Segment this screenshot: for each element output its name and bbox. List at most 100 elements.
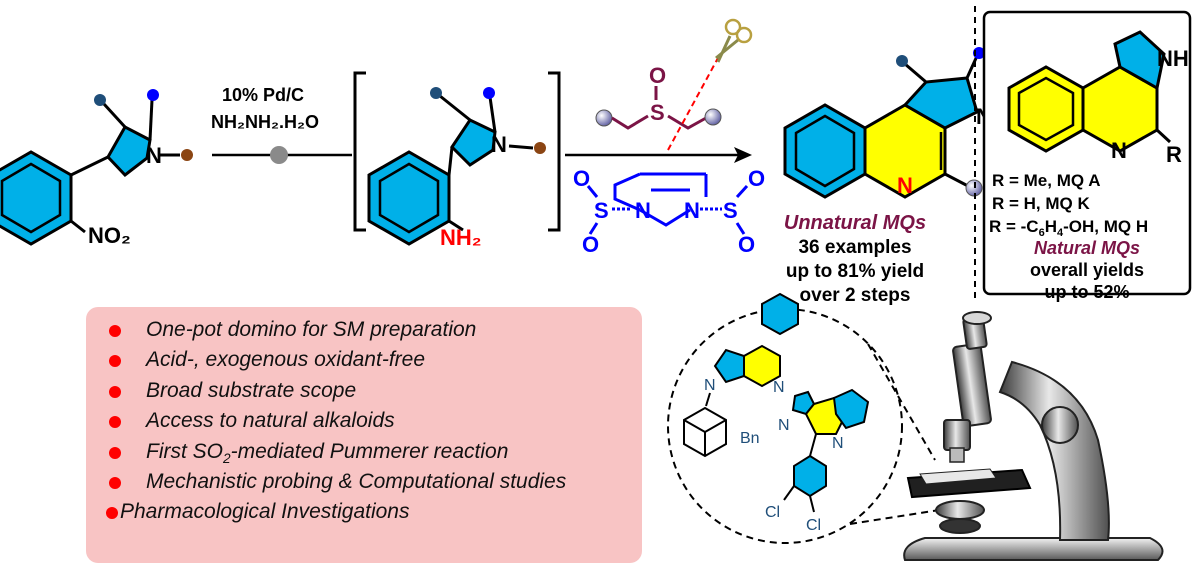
- pummerer-step: S O N N S O O S O: [565, 18, 765, 257]
- highlight-item: One-pot domino for SM preparation: [86, 315, 642, 345]
- zoom-circle: N N N N Bn Cl Cl: [667, 292, 953, 544]
- zoom-cl-2: Cl: [806, 517, 821, 534]
- product-structure: N N: [783, 47, 1023, 199]
- bond: [944, 172, 969, 188]
- aryl-ring: [793, 454, 827, 498]
- step-dot-icon: [270, 146, 288, 164]
- benzene-ring: [761, 292, 799, 336]
- adamantyl-group: [683, 406, 727, 458]
- r-line-3: R = -C6H4-OH, MQ H: [989, 217, 1148, 239]
- natural-yields-1: overall yields: [1030, 260, 1144, 280]
- highlights-list: One-pot domino for SM preparation Acid-,…: [86, 307, 642, 528]
- nitro-label: NO₂: [88, 223, 131, 248]
- microscope-icon: [903, 311, 1164, 561]
- intermediate: N NH₂: [353, 71, 561, 250]
- ball-left: [595, 109, 613, 127]
- pyrrole-ring: [1113, 30, 1166, 91]
- substituent-navy: [896, 55, 908, 67]
- sulfoxide-chain: [667, 114, 707, 130]
- reductant-label: NH₂NH₂.H₂O: [211, 112, 319, 132]
- benzene-inner: [794, 114, 856, 188]
- dabso-s-left: S: [594, 198, 609, 223]
- zoom-cl-1: Cl: [765, 504, 780, 521]
- bond: [965, 55, 979, 79]
- pyrrole-ring: [450, 118, 497, 167]
- amine-label: NH₂: [440, 225, 482, 250]
- natural-title: Natural MQs: [1034, 238, 1140, 258]
- highlight-item: Acid-, exogenous oxidant-free: [86, 345, 642, 375]
- product-examples: 36 examples: [798, 237, 911, 258]
- highlight-item: Mechanistic probing & Computational stud…: [86, 467, 642, 497]
- bond: [508, 144, 534, 150]
- sulfoxide-s: S: [650, 100, 665, 125]
- pyrrole-n-label: N: [146, 143, 162, 168]
- highlight-item: Broad substrate scope: [86, 376, 642, 406]
- zoom-n3: N: [778, 417, 790, 434]
- catalyst-label: 10% Pd/C: [222, 85, 304, 105]
- benzene-inner: [378, 162, 440, 234]
- pyrrole-ring: [902, 76, 979, 130]
- product-yield: up to 81% yield: [786, 261, 924, 282]
- product-title: Unnatural MQs: [784, 212, 926, 234]
- substituent-blue: [147, 89, 159, 101]
- bond: [448, 219, 464, 232]
- highlight-item: Pharmacological Investigations: [86, 497, 642, 527]
- highlight-item: First SO2-mediated Pummerer reaction: [86, 437, 642, 467]
- bond: [904, 62, 927, 84]
- zoom-n1: N: [704, 377, 716, 394]
- ring-n-label: N: [1111, 138, 1127, 163]
- left-bracket: [353, 71, 366, 232]
- r-line-2: R = H, MQ K: [992, 194, 1090, 213]
- dabso-o-4: O: [738, 232, 755, 257]
- highlight-item: Access to natural alkaloids: [86, 406, 642, 436]
- highlight-item-5-sub: 2: [223, 450, 231, 466]
- pyrrole-ring: [106, 125, 152, 178]
- bond: [70, 155, 109, 177]
- bond: [148, 99, 154, 141]
- natural-mq-box: NH N R R = Me, MQ A R = H, MQ K R = -C6H…: [982, 10, 1192, 302]
- substituent-navy: [94, 94, 106, 106]
- zoom-n2: N: [773, 379, 785, 396]
- sulfoxide-o: O: [649, 63, 666, 88]
- cleavage-line: [667, 57, 719, 151]
- dabso-n-left: N: [635, 198, 651, 223]
- r-label: R: [1166, 142, 1182, 167]
- pyrrole-n-label: N: [491, 132, 507, 157]
- product-steps: over 2 steps: [800, 285, 911, 306]
- bond: [439, 94, 471, 122]
- nh-label: NH: [1157, 46, 1189, 71]
- starting-material: N NO₂: [0, 89, 193, 248]
- product-caption: Unnatural MQs 36 examples up to 81% yiel…: [784, 212, 926, 306]
- highlight-item-5-suffix: -mediated Pummerer reaction: [230, 439, 509, 463]
- benzene-inner: [1017, 76, 1075, 142]
- ring-n-label: N: [897, 173, 913, 198]
- scissors-icon: [715, 18, 753, 63]
- sulfoxide-chain: [611, 114, 649, 130]
- r-line-1: R = Me, MQ A: [992, 171, 1100, 190]
- substituent-brown: [534, 142, 546, 154]
- dabso-n-right: N: [684, 198, 700, 223]
- highlights-card: One-pot domino for SM preparation Acid-,…: [86, 307, 642, 563]
- bond: [488, 96, 497, 133]
- highlight-item-5-prefix: First SO: [146, 439, 223, 463]
- dabso-s-right: S: [723, 198, 738, 223]
- benzene-ring: [832, 388, 870, 430]
- bond: [102, 102, 127, 129]
- dabso-reagent: N N S O O S O O: [573, 166, 765, 257]
- pyrrole-ring: [713, 348, 745, 384]
- bond: [70, 219, 86, 234]
- zoom-n4: N: [832, 435, 844, 452]
- dabso-o-1: O: [573, 166, 590, 191]
- arrow-head-icon: [734, 147, 752, 163]
- substituent-navy: [430, 87, 442, 99]
- right-bracket: [548, 71, 561, 232]
- dabso-o-2: O: [582, 232, 599, 257]
- benzene-inner: [0, 162, 62, 234]
- substituent-brown: [181, 149, 193, 161]
- ball-right: [704, 108, 722, 126]
- bond: [1155, 128, 1172, 144]
- dabso-o-3: O: [748, 166, 765, 191]
- zoom-bn: Bn: [740, 430, 760, 447]
